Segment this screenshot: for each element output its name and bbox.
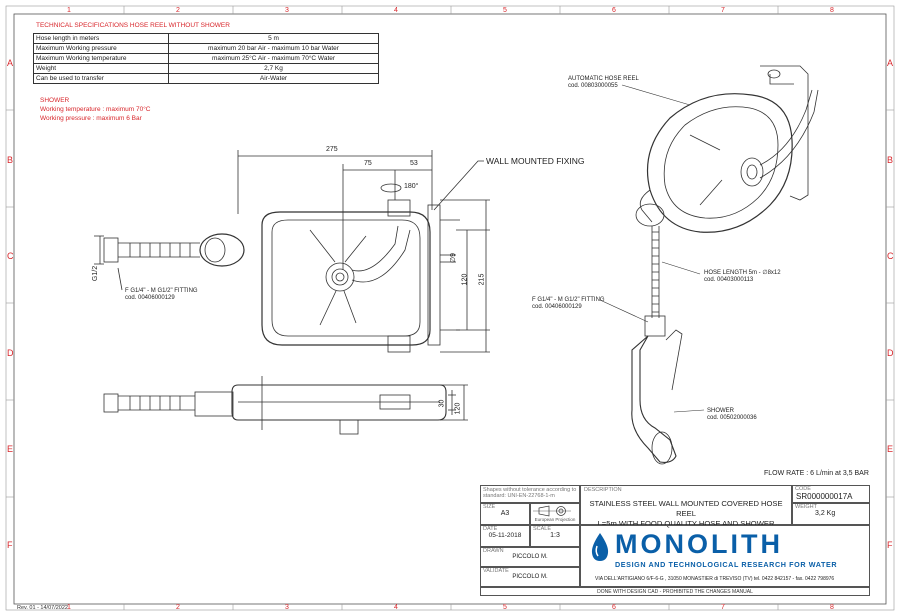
row-label: D [7, 348, 14, 358]
dim-53: 53 [410, 160, 418, 167]
flow-rate-note: FLOW RATE : 6 L/min at 3,5 BAR [764, 470, 869, 477]
col-label: 4 [394, 7, 398, 14]
col-label: 6 [612, 7, 616, 14]
row-label: C [7, 251, 14, 261]
tolerance-cell: Shapes without tolerance according to st… [480, 485, 580, 503]
projection-cell: European Projection [530, 503, 580, 525]
row-label: B [7, 155, 14, 165]
row-label: D [887, 348, 894, 358]
date-cell: DATE 05-11-2018 [480, 525, 530, 547]
row-label: F [7, 540, 13, 550]
company-name: MONOLITH [615, 529, 783, 559]
row-label: E [887, 444, 894, 454]
callout-fitting-right: F G1/4" - M G1/2" FITTING cod. 004060001… [532, 297, 605, 310]
specs-title: TECHNICAL SPECIFICATIONS HOSE REEL WITHO… [36, 22, 230, 29]
callout-fitting-left: F G1/4" - M G1/2" FITTING cod. 004060001… [125, 288, 198, 301]
col-label: 4 [394, 604, 398, 611]
dim-275: 275 [326, 146, 338, 153]
size-cell: SIZE A3 [480, 503, 530, 525]
company-address: VIA DELL'ARTIGIANO 6/F-6-G , 31050 MONAS… [595, 576, 835, 582]
row-label: A [887, 58, 894, 68]
footer-cell: DONE WITH DESIGN CAD - PROHIBITED THE CH… [480, 587, 870, 596]
col-label: 7 [721, 7, 725, 14]
row-label: B [887, 155, 894, 165]
shower-notes: SHOWER Working temperature : maximum 70°… [40, 97, 151, 122]
callout-hose-length: HOSE LENGTH 5m - ∅8x12 cod. 00403000113 [704, 270, 781, 283]
col-label: 5 [503, 7, 507, 14]
callout-wall-fixing: WALL MOUNTED FIXING [486, 156, 585, 166]
col-label: 6 [612, 604, 616, 611]
col-label: 2 [176, 604, 180, 611]
col-label: 5 [503, 604, 507, 611]
dim-75: 75 [364, 160, 372, 167]
drawn-cell: DRAWN PICCOLO M. [480, 547, 580, 567]
water-drop-logo-icon [591, 533, 609, 561]
row-label: A [7, 58, 14, 68]
revision-note: Rev. 01 - 14/07/2022 [17, 605, 68, 611]
scale-cell: SCALE 1:3 [530, 525, 580, 547]
col-label: 8 [830, 604, 834, 611]
col-label: 7 [721, 604, 725, 611]
col-label: 1 [67, 7, 71, 14]
row-label: C [887, 251, 894, 261]
callout-auto-reel: AUTOMATIC HOSE REEL cod. 00803000055 [568, 76, 639, 89]
weight-cell: WEIGHT 3,2 Kg [792, 503, 870, 525]
code-cell: CODE SR000000017A [792, 485, 870, 503]
col-label: 3 [285, 7, 289, 14]
company-cell: MONOLITH DESIGN AND TECHNOLOGICAL RESEAR… [580, 525, 870, 587]
company-tagline: DESIGN AND TECHNOLOGICAL RESEARCH FOR WA… [615, 560, 838, 569]
col-label: 3 [285, 604, 289, 611]
col-label: 2 [176, 7, 180, 14]
projection-icon [533, 505, 571, 517]
row-label: E [7, 444, 14, 454]
col-label: 1 [67, 604, 71, 611]
col-label: 8 [830, 7, 834, 14]
description-cell: DESCRIPTION STAINLESS STEEL WALL MOUNTED… [580, 485, 792, 528]
row-label: F [887, 540, 893, 550]
dim-180: 180° [404, 183, 419, 190]
callout-shower: SHOWER cod. 00502000036 [707, 408, 757, 421]
validate-cell: VALIDATE PICCOLO M. [480, 567, 580, 587]
